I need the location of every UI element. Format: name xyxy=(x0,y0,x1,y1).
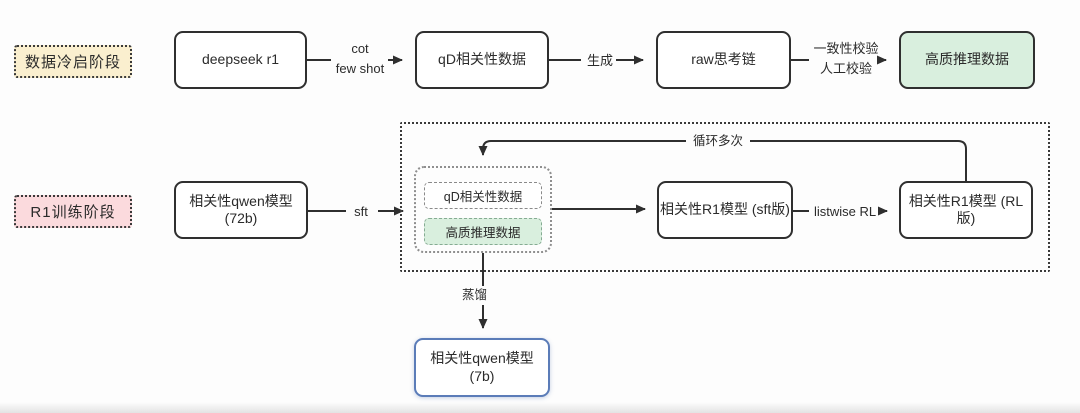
node-inner-hq-reasoning-data: 高质推理数据 xyxy=(424,218,542,245)
node-qwen-7b-label: 相关性qwen模型 (7b) xyxy=(430,350,534,384)
training-loop-boundary xyxy=(400,122,1050,272)
stage-label-cold-start-text: 数据冷启阶段 xyxy=(24,54,121,71)
node-deepseek-r1: deepseek r1 xyxy=(174,31,307,89)
node-inner-qd-label: qD相关性数据 xyxy=(443,190,523,204)
node-inner-hq-label: 高质推理数据 xyxy=(445,226,521,240)
node-qwen-7b: 相关性qwen模型 (7b) xyxy=(414,338,550,397)
bottom-shadow xyxy=(0,402,1080,413)
edge-label-loop: 循环多次 xyxy=(686,132,751,152)
stage-label-r1-training-text: R1训练阶段 xyxy=(30,204,116,221)
node-r1-rl: 相关性R1模型 (RL版) xyxy=(899,181,1033,239)
node-r1-sft-label: 相关性R1模型 (sft版) xyxy=(660,201,790,218)
edge-label-distill: 蒸馏 xyxy=(455,286,495,306)
node-deepseek-r1-label: deepseek r1 xyxy=(201,51,280,68)
edge-label-listwise-rl-text: listwise RL xyxy=(813,204,877,219)
node-r1-sft: 相关性R1模型 (sft版) xyxy=(657,181,793,239)
edge-label-consistency-check: 一致性校验 人工校验 xyxy=(800,39,892,79)
node-inner-qd-relevance-data: qD相关性数据 xyxy=(424,182,542,209)
node-r1-rl-label: 相关性R1模型 (RL版) xyxy=(908,192,1024,227)
edge-label-distill-text: 蒸馏 xyxy=(462,288,488,302)
stage-label-cold-start: 数据冷启阶段 xyxy=(14,45,132,78)
node-hq-reasoning-data-label: 高质推理数据 xyxy=(925,51,1009,68)
node-qwen-72b-label: 相关性qwen模型 (72b) xyxy=(189,192,293,227)
node-raw-cot-chain-label: raw思考链 xyxy=(691,51,756,68)
node-qwen-72b: 相关性qwen模型 (72b) xyxy=(174,181,308,239)
edge-label-consistency-line1: 一致性校验 xyxy=(813,41,879,56)
edge-label-few-shot: few shot xyxy=(335,61,385,77)
node-hq-reasoning-data: 高质推理数据 xyxy=(899,31,1035,89)
edge-label-generate: 生成 xyxy=(572,51,628,71)
node-qd-relevance-data-label: qD相关性数据 xyxy=(438,51,526,68)
edge-label-listwise-rl: listwise RL xyxy=(795,202,895,222)
edge-label-cot-few-shot: cot few shot xyxy=(322,39,398,79)
node-raw-cot-chain: raw思考链 xyxy=(656,31,791,89)
edge-label-loop-text: 循环多次 xyxy=(693,134,744,148)
edge-label-sft: sft xyxy=(336,202,386,222)
node-qd-relevance-data: qD相关性数据 xyxy=(415,31,549,89)
edge-label-sft-text: sft xyxy=(354,204,368,219)
edge-label-generate-text: 生成 xyxy=(586,53,613,68)
stage-label-r1-training: R1训练阶段 xyxy=(14,195,132,228)
edge-label-cot: cot xyxy=(351,41,369,56)
edge-label-consistency-line2: 人工校验 xyxy=(819,61,872,77)
